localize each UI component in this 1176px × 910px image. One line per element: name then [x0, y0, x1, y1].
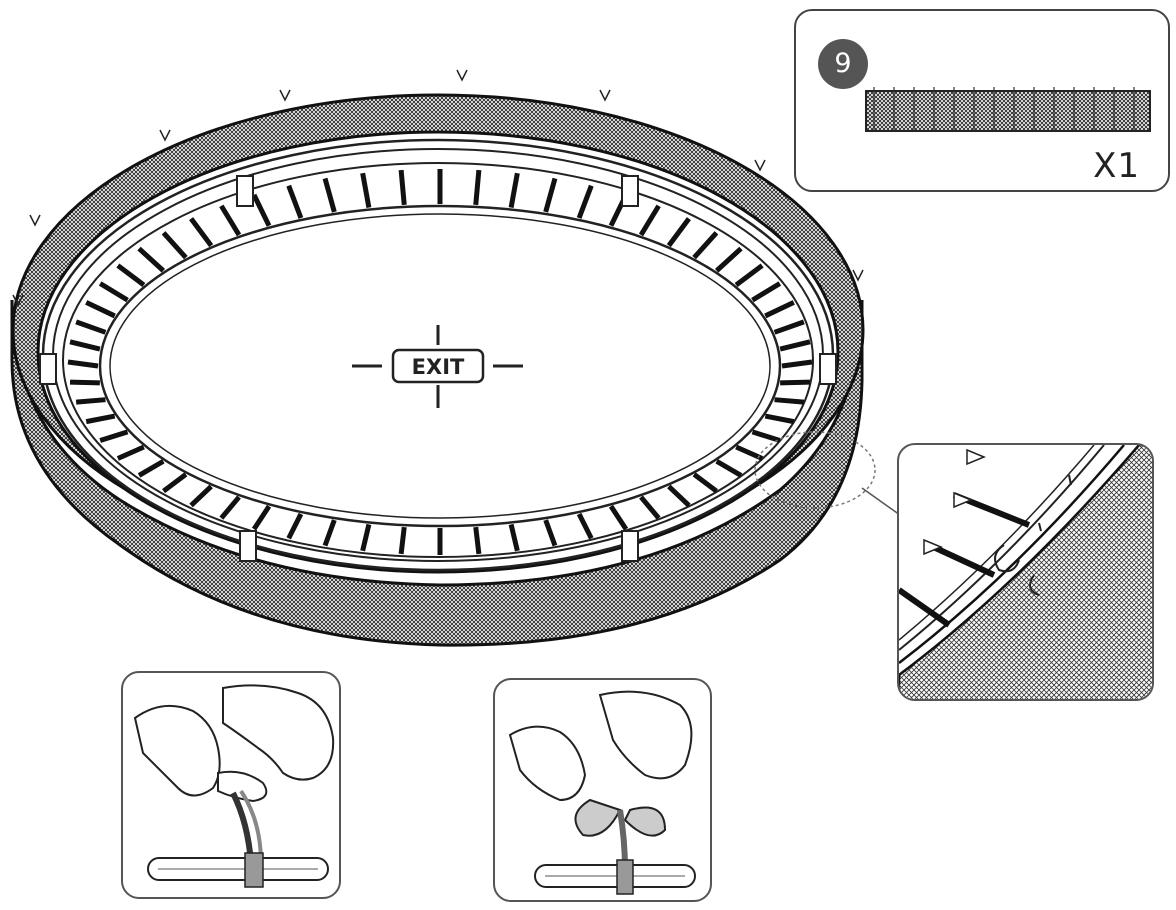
- spring: [779, 339, 811, 352]
- net-hook: [456, 69, 468, 82]
- spring: [543, 519, 558, 547]
- spring: [99, 429, 129, 443]
- spring: [576, 512, 594, 540]
- detail-callout: [754, 431, 901, 516]
- pole-bracket: [819, 353, 837, 385]
- spring: [137, 459, 165, 478]
- spring: [322, 177, 337, 213]
- spring: [764, 413, 795, 425]
- spring: [734, 263, 764, 287]
- spring: [667, 484, 691, 508]
- spring: [715, 459, 743, 478]
- net-hook: [852, 269, 864, 282]
- spring: [473, 169, 482, 206]
- spring: [219, 495, 241, 520]
- spring: [189, 484, 213, 508]
- spring: [692, 472, 718, 494]
- pole-bracket: [621, 175, 639, 207]
- pole-bracket: [236, 175, 254, 207]
- spring: [116, 263, 146, 287]
- spring: [735, 444, 764, 461]
- spring: [692, 231, 719, 260]
- net-attachment-detail-icon: [899, 445, 1152, 699]
- spring: [98, 281, 129, 303]
- spring: [774, 397, 805, 405]
- spring: [714, 246, 743, 273]
- net-hook: [754, 159, 766, 172]
- spring: [251, 193, 272, 227]
- spring: [286, 512, 304, 540]
- spring: [162, 472, 188, 494]
- spring: [751, 281, 782, 303]
- quantity-label: X1: [1093, 146, 1140, 186]
- spring: [508, 172, 520, 208]
- mat-logo: EXIT: [352, 325, 523, 408]
- spring: [189, 217, 214, 248]
- spring: [764, 300, 795, 319]
- spring: [69, 379, 100, 386]
- pole-bracket: [621, 530, 639, 562]
- net-hook: [12, 294, 24, 307]
- spring: [360, 172, 372, 208]
- spring: [543, 177, 558, 213]
- spring: [219, 204, 242, 237]
- spring: [360, 523, 372, 552]
- spring: [781, 359, 813, 369]
- spring: [85, 413, 116, 425]
- net-hooks: [12, 69, 864, 307]
- spring: [638, 204, 661, 237]
- spring: [116, 444, 145, 461]
- detail-zoom-box: [897, 443, 1154, 701]
- hands-tying-bow-icon: [508, 690, 696, 895]
- spring: [639, 495, 661, 520]
- net-hook: [29, 214, 41, 227]
- spring: [773, 319, 805, 335]
- spring: [780, 379, 811, 386]
- spring: [85, 300, 116, 319]
- spring: [75, 397, 106, 405]
- spring: [508, 523, 520, 552]
- spring: [69, 339, 101, 352]
- spring: [137, 246, 166, 273]
- part-box: 9 X1: [794, 9, 1170, 192]
- net-strip-icon: [865, 87, 1151, 132]
- spring: [161, 231, 188, 260]
- net-hook: [159, 129, 171, 142]
- pole-bracket: [39, 353, 57, 385]
- spring: [608, 504, 629, 531]
- step-number-badge: 9: [818, 39, 868, 89]
- spring: [576, 184, 594, 219]
- logo-text: EXIT: [412, 355, 465, 379]
- spring: [75, 319, 107, 335]
- spring: [751, 429, 781, 443]
- tie-step-2-box: [493, 678, 712, 902]
- springs: [67, 169, 813, 555]
- spring: [286, 184, 304, 219]
- pole-bracket: [239, 530, 257, 562]
- net-hook: [279, 89, 291, 102]
- net-hook: [599, 89, 611, 102]
- spring: [666, 217, 691, 248]
- spring: [67, 359, 99, 369]
- spring: [251, 504, 272, 531]
- spring: [398, 169, 407, 206]
- net-poles: [39, 175, 837, 562]
- hands-tying-strap-icon: [133, 684, 335, 888]
- spring: [322, 519, 337, 547]
- spring: [473, 526, 482, 555]
- tie-step-1-box: [121, 671, 341, 899]
- spring: [398, 526, 407, 555]
